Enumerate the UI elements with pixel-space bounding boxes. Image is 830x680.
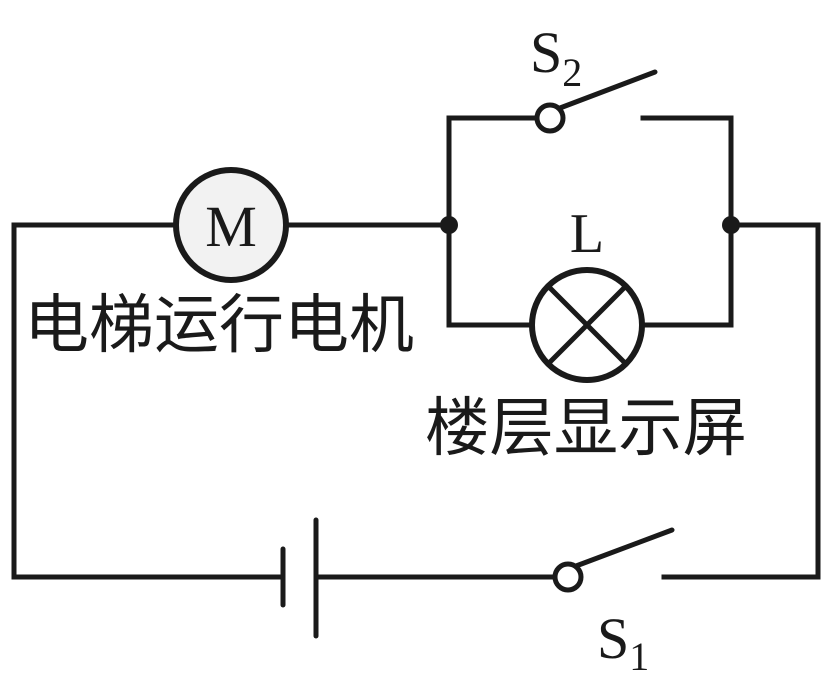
switch-s2-letter: S: [530, 20, 562, 85]
lamp-cross-2: [545, 283, 629, 367]
switch-s1-subscript: 1: [629, 634, 649, 679]
switch-s1: [552, 527, 675, 593]
lamp: L: [529, 203, 645, 383]
motor-label: 电梯运行电机: [24, 289, 414, 363]
battery: [280, 517, 319, 639]
wire-branch-bottom-left: [446, 222, 534, 328]
lamp-symbol: L: [570, 203, 604, 265]
wire-branch-top-left: [446, 115, 541, 228]
switch-s2-subscript: 2: [562, 50, 582, 95]
switch-s2-label: S2: [530, 20, 582, 95]
junction-right: [722, 216, 740, 234]
motor-symbol: M: [205, 194, 257, 259]
switch-s2-blade: [557, 69, 658, 111]
wire-branch-top-right: [640, 115, 734, 228]
switch-s2: [534, 69, 658, 134]
switch-s1-label: S1: [597, 606, 649, 679]
motor: M: [173, 167, 289, 283]
motor-circle: [173, 167, 289, 283]
junction-left: [440, 216, 458, 234]
switch-s1-blade: [573, 527, 675, 569]
switch-s1-letter: S: [597, 606, 629, 671]
wire-left: [11, 222, 286, 580]
wire-right: [661, 222, 821, 580]
switch-s1-pivot: [552, 561, 584, 593]
lamp-label: 楼层显示屏: [425, 392, 747, 466]
switch-s2-pivot: [534, 102, 566, 134]
wire-branch-bottom-right: [640, 222, 734, 328]
